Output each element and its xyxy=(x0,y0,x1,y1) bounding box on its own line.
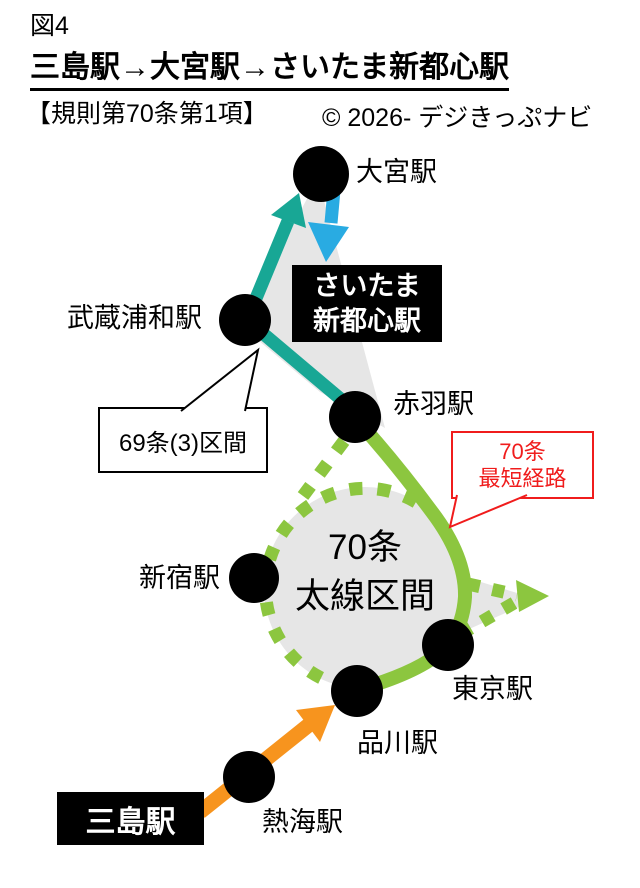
callout-70-label: 70条 最短経路 xyxy=(452,432,593,498)
east-branch-arrowhead xyxy=(516,580,549,612)
station-label-shinagawa: 品川駅 xyxy=(357,728,438,758)
station-label-akabane: 赤羽駅 xyxy=(393,389,474,419)
callout-70-pointer xyxy=(448,494,528,529)
station-dot-musashi-urawa xyxy=(219,294,271,346)
station-dot-tokyo xyxy=(422,619,474,671)
station-label-omiya: 大宮駅 xyxy=(356,157,437,187)
station-dot-shinjuku xyxy=(229,553,279,603)
station-box-mishima: 三島駅 xyxy=(57,792,204,845)
east-branch-dash-top xyxy=(466,577,519,602)
saitama-box-line1: さいたま xyxy=(313,270,421,301)
station-label-tokyo: 東京駅 xyxy=(452,674,533,704)
station-dot-akabane xyxy=(329,391,381,443)
figure-number: 図4 xyxy=(30,12,69,40)
zone-70-label-line1: 70条 xyxy=(328,528,402,567)
station-dot-shinagawa xyxy=(331,665,383,717)
zone-70-label-line2: 太線区間 xyxy=(294,577,435,616)
station-box-saitama-shintoshin: さいたま 新都心駅 xyxy=(292,265,442,342)
callout-70-box-bg xyxy=(451,431,594,499)
callout-69-pointer xyxy=(180,347,260,412)
station-label-musashi-urawa: 武蔵浦和駅 xyxy=(67,303,202,333)
station-dot-omiya xyxy=(293,146,349,202)
callout-69-box-bg xyxy=(98,407,268,473)
route-70-shortest-path xyxy=(351,415,473,697)
zone-70-circle xyxy=(264,487,466,689)
mishima-box-label: 三島駅 xyxy=(85,805,176,839)
route-69-arrowhead xyxy=(271,193,306,228)
zone-70-boundary-akabane-dash xyxy=(297,437,350,500)
figure-title: 三島駅→大宮駅→さいたま新都心駅 xyxy=(30,51,510,91)
tokaido-arrowhead xyxy=(296,705,335,742)
station-label-atami: 熱海駅 xyxy=(262,807,343,837)
omiya-saitama-arrowhead xyxy=(308,222,349,262)
copyright-notice: © 2026- デジきっぷナビ xyxy=(322,104,593,132)
station-label-shinjuku: 新宿駅 xyxy=(139,563,220,593)
callout-70-line2: 最短経路 xyxy=(478,466,567,491)
station-dot-atami xyxy=(223,751,275,803)
saitama-shintoshin-box-bg xyxy=(292,265,442,342)
mishima-box-bg xyxy=(57,792,204,845)
rule-reference: 【規則第70条第1項】 xyxy=(26,100,268,128)
callout-69-label: 69条(3)区間 xyxy=(118,429,248,457)
callout-70-line1: 70条 xyxy=(499,439,546,464)
saitama-box-line2: 新都心駅 xyxy=(313,305,421,336)
zone-70-boundary-dashed xyxy=(258,481,420,695)
east-branch-dash-bottom xyxy=(460,597,518,638)
